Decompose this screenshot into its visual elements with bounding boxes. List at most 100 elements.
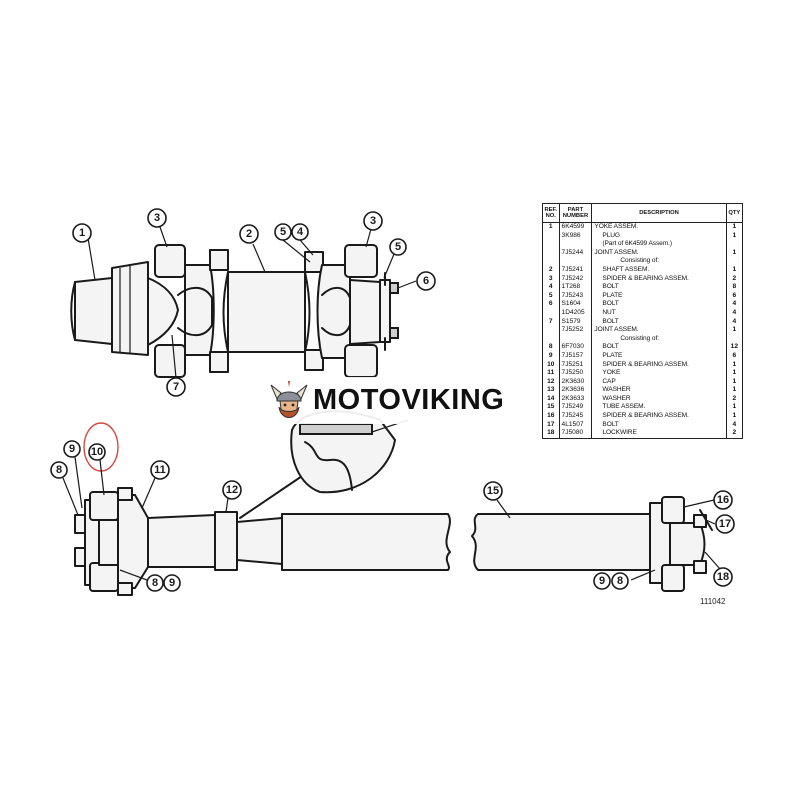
cell-ref: 5 <box>542 291 560 301</box>
cell-desc: LOCKWIRE <box>591 429 727 439</box>
cell-ref: 18 <box>542 429 560 439</box>
cell-ref: 14 <box>542 394 560 404</box>
cell-ref: 13 <box>542 386 560 395</box>
svg-text:9: 9 <box>69 443 75 455</box>
cell-pn: 7J5243 <box>558 291 593 301</box>
cell-qty: 1 <box>725 360 744 370</box>
cell-pn: 7J5242 <box>558 274 593 284</box>
cell-ref: 8 <box>542 343 560 352</box>
cell-desc: JOINT ASSEM. <box>591 248 727 258</box>
cell-pn: 7J5249 <box>558 403 593 413</box>
svg-text:3: 3 <box>154 212 160 224</box>
part-number-header: PART NUMBER <box>558 203 593 223</box>
svg-text:1: 1 <box>79 227 85 239</box>
cell-pn <box>558 334 593 344</box>
svg-text:4: 4 <box>297 226 304 238</box>
cell-qty <box>725 334 744 344</box>
cell-qty: 4 <box>725 300 744 309</box>
svg-text:6: 6 <box>423 275 429 287</box>
cell-qty: 6 <box>725 291 744 301</box>
figure-number: 111042 <box>700 597 726 606</box>
cell-desc: SPIDER & BEARING ASSEM. <box>591 412 727 421</box>
svg-text:15: 15 <box>487 485 499 497</box>
cell-qty: 4 <box>725 420 744 430</box>
cell-desc: BOLT <box>591 317 727 327</box>
cell-qty: 1 <box>725 412 744 421</box>
svg-text:11: 11 <box>154 464 166 476</box>
cell-desc: PLATE <box>591 291 727 301</box>
cell-pn: 2K3630 <box>558 377 593 387</box>
cell-ref <box>542 240 560 249</box>
svg-text:9: 9 <box>169 577 175 589</box>
cell-ref: 10 <box>542 360 560 370</box>
cell-qty: 2 <box>725 394 744 404</box>
svg-text:5: 5 <box>395 241 401 253</box>
bottom-driveshaft-assembly <box>74 487 713 596</box>
cell-ref <box>542 334 560 344</box>
cell-desc: WASHER <box>591 386 727 395</box>
cell-qty: 1 <box>725 222 744 232</box>
cell-pn: 7J5251 <box>558 360 593 370</box>
watermark-text: MOTOVIKING <box>313 384 505 416</box>
cell-qty: 1 <box>725 377 744 387</box>
cell-ref <box>542 257 560 266</box>
cell-pn <box>558 257 593 266</box>
cap-detail-magnifier <box>239 410 409 519</box>
cell-pn: 6K4599 <box>558 222 593 232</box>
cell-qty: 1 <box>725 326 744 335</box>
cell-pn: 6F7030 <box>558 343 593 352</box>
svg-text:8: 8 <box>56 464 62 476</box>
cell-desc: SHAFT ASSEM. <box>591 265 727 275</box>
cell-ref: 7 <box>542 317 560 327</box>
cell-ref <box>542 308 560 318</box>
watermark-banner: MOTOVIKING <box>263 377 535 424</box>
cell-desc: JOINT ASSEM. <box>591 326 727 335</box>
svg-text:3: 3 <box>370 215 376 227</box>
cell-desc: Consisting of: <box>591 257 727 266</box>
cell-desc: BOLT <box>591 300 727 309</box>
cell-qty: 1 <box>725 369 744 378</box>
cell-ref: 15 <box>542 403 560 413</box>
table-row: (Part of 6K4599 Assem.) <box>542 240 744 249</box>
cell-pn: 1D4205 <box>558 308 593 318</box>
cell-pn: 7J5250 <box>558 369 593 378</box>
bottom-callouts: 8 9 10 8 9 11 12 15 9 8 16 17 18 <box>50 440 735 592</box>
cell-ref: 4 <box>542 283 560 292</box>
cell-qty: 1 <box>725 265 744 275</box>
cell-pn: 7J5252 <box>558 326 593 335</box>
top-callouts: 1 2 3 3 4 5 5 6 7 <box>72 208 436 397</box>
cell-qty: 2 <box>725 274 744 284</box>
svg-text:2: 2 <box>246 228 252 240</box>
cell-pn: 7J5241 <box>558 265 593 275</box>
cell-pn: 3K986 <box>558 231 593 241</box>
top-joint-assembly <box>70 244 399 378</box>
svg-text:18: 18 <box>717 571 729 583</box>
table-row: Consisting of: <box>542 257 744 266</box>
cell-pn: 4L1507 <box>558 420 593 430</box>
cell-desc: YOKE <box>591 369 727 378</box>
cell-qty <box>725 240 744 249</box>
cell-pn: S1579 <box>558 317 593 327</box>
ref-no-header: REF. NO. <box>542 203 560 223</box>
cell-ref: 17 <box>542 420 560 430</box>
cell-desc: NUT <box>591 308 727 318</box>
cell-ref <box>542 326 560 335</box>
cell-qty: 6 <box>725 351 744 361</box>
cell-qty: 4 <box>725 308 744 318</box>
cell-pn: 1T268 <box>558 283 593 292</box>
cell-desc: Consisting of: <box>591 334 727 344</box>
